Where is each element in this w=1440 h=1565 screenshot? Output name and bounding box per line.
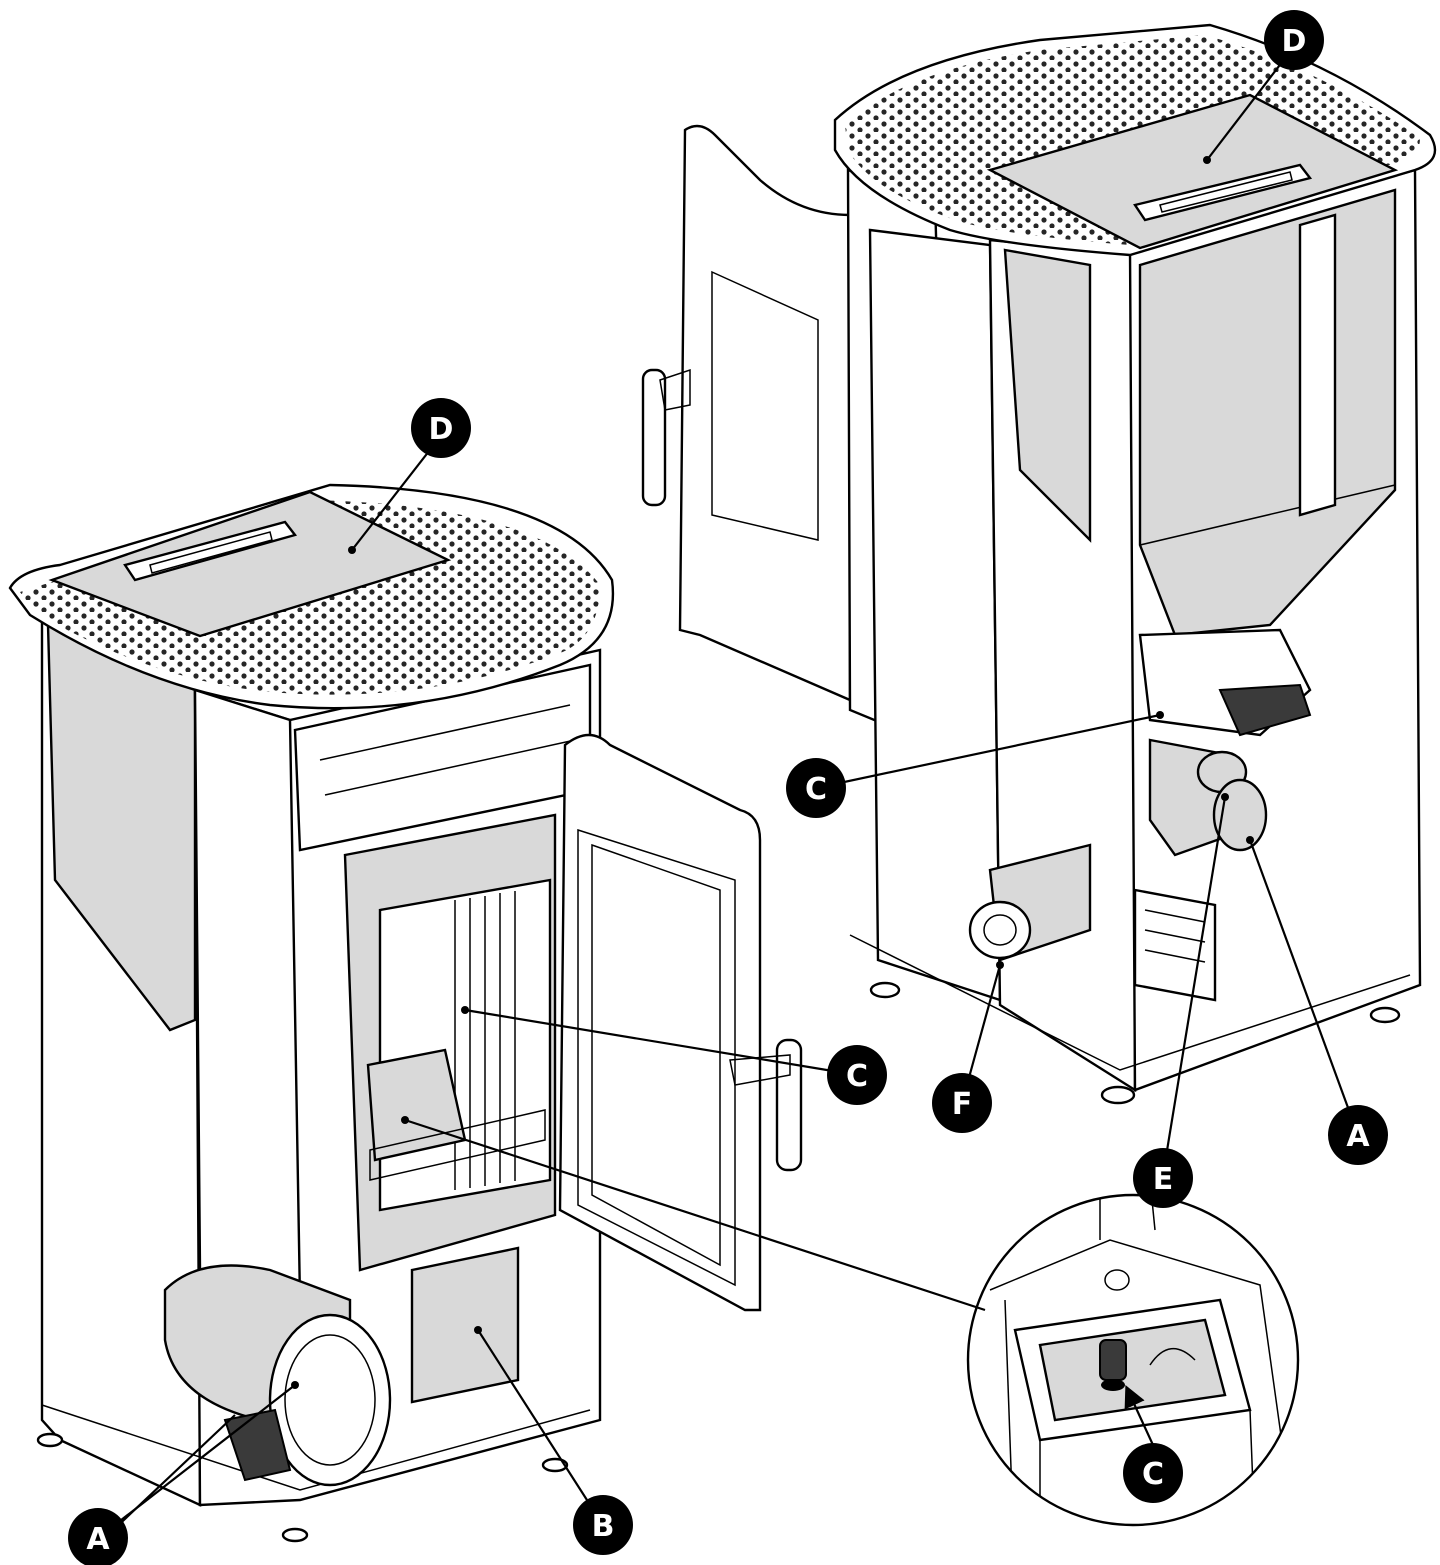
callout-d-left: D	[411, 398, 471, 458]
callout-c-detail-label: C	[1142, 1457, 1164, 1492]
callout-d-left-label: D	[429, 412, 454, 447]
callout-d-right: D	[1264, 10, 1324, 70]
callout-c-right-label: C	[805, 772, 827, 807]
callout-a-right: A	[1328, 1105, 1388, 1165]
callout-a-left-label: A	[86, 1522, 110, 1557]
callout-c-detail: C	[1123, 1443, 1183, 1503]
callout-a-right-label: A	[1346, 1119, 1370, 1154]
callout-f-label: F	[952, 1087, 973, 1122]
right-stove	[641, 23, 1437, 1105]
callout-a-left: A	[68, 1508, 128, 1565]
callout-b-label: B	[592, 1509, 615, 1544]
callout-c-left-label: C	[846, 1059, 868, 1094]
callout-b: B	[573, 1495, 633, 1555]
callout-d-right-label: D	[1282, 24, 1307, 59]
callout-e: E	[1133, 1148, 1193, 1208]
callout-f: F	[932, 1073, 992, 1133]
callout-c-right: C	[786, 758, 846, 818]
callout-c-left: C	[827, 1045, 887, 1105]
left-stove	[8, 483, 803, 1543]
detail-magnifier	[966, 1193, 1300, 1527]
callout-e-label: E	[1153, 1162, 1174, 1197]
